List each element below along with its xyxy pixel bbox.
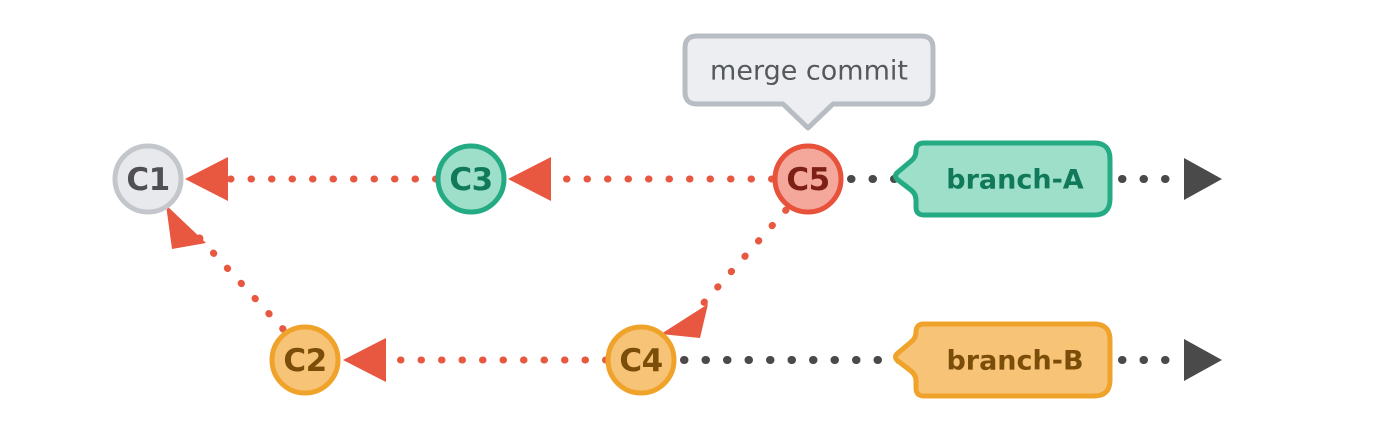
branch-tag-a-label: branch-A xyxy=(946,165,1084,196)
commit-node-c2[interactable]: C2 xyxy=(269,324,341,396)
commit-node-c5[interactable]: C5 xyxy=(772,143,844,215)
commit-node-c1[interactable]: C1 xyxy=(112,143,184,215)
commit-node-c4-label: C4 xyxy=(619,343,662,379)
commit-node-c2-circle xyxy=(269,324,341,396)
branch-tag-b-label: branch-B xyxy=(946,346,1083,377)
head-arrow-a-icon xyxy=(1184,158,1222,200)
commit-node-c2-label: C2 xyxy=(283,343,326,379)
merge-commit-tooltip: merge commit xyxy=(682,33,936,131)
commit-node-c5-circle xyxy=(772,143,844,215)
edge-layer xyxy=(166,157,1184,382)
edge-c2-to-c1 xyxy=(192,230,287,333)
arrowhead-c3-to-c1 xyxy=(185,157,228,201)
branch-tag-a[interactable]: branch-A xyxy=(893,140,1113,218)
head-arrow-b-icon xyxy=(1184,339,1222,381)
edge-c5-to-c4 xyxy=(696,206,790,311)
branch-tag-b[interactable]: branch-B xyxy=(893,321,1113,399)
commit-node-c5-label: C5 xyxy=(786,162,829,198)
commit-node-c1-circle xyxy=(112,143,184,215)
branch-tag-b-shape xyxy=(893,321,1113,399)
commit-node-c4[interactable]: C4 xyxy=(605,324,677,396)
merge-commit-tooltip-shape xyxy=(682,33,936,131)
commit-node-c3-circle xyxy=(435,143,507,215)
commit-node-c3-label: C3 xyxy=(449,162,492,198)
branch-tag-a-shape xyxy=(893,140,1113,218)
commit-node-c4-circle xyxy=(605,324,677,396)
arrowhead-c5-to-c4 xyxy=(661,304,708,338)
arrowhead-c2-to-c1 xyxy=(166,205,206,249)
arrowhead-c5-to-c3 xyxy=(508,157,551,201)
commit-node-c1-label: C1 xyxy=(126,162,169,198)
merge-commit-tooltip-label: merge commit xyxy=(710,56,908,87)
head-arrow-layer xyxy=(1184,158,1222,381)
commit-node-c3[interactable]: C3 xyxy=(435,143,507,215)
arrowhead-c4-to-c2 xyxy=(343,338,386,382)
